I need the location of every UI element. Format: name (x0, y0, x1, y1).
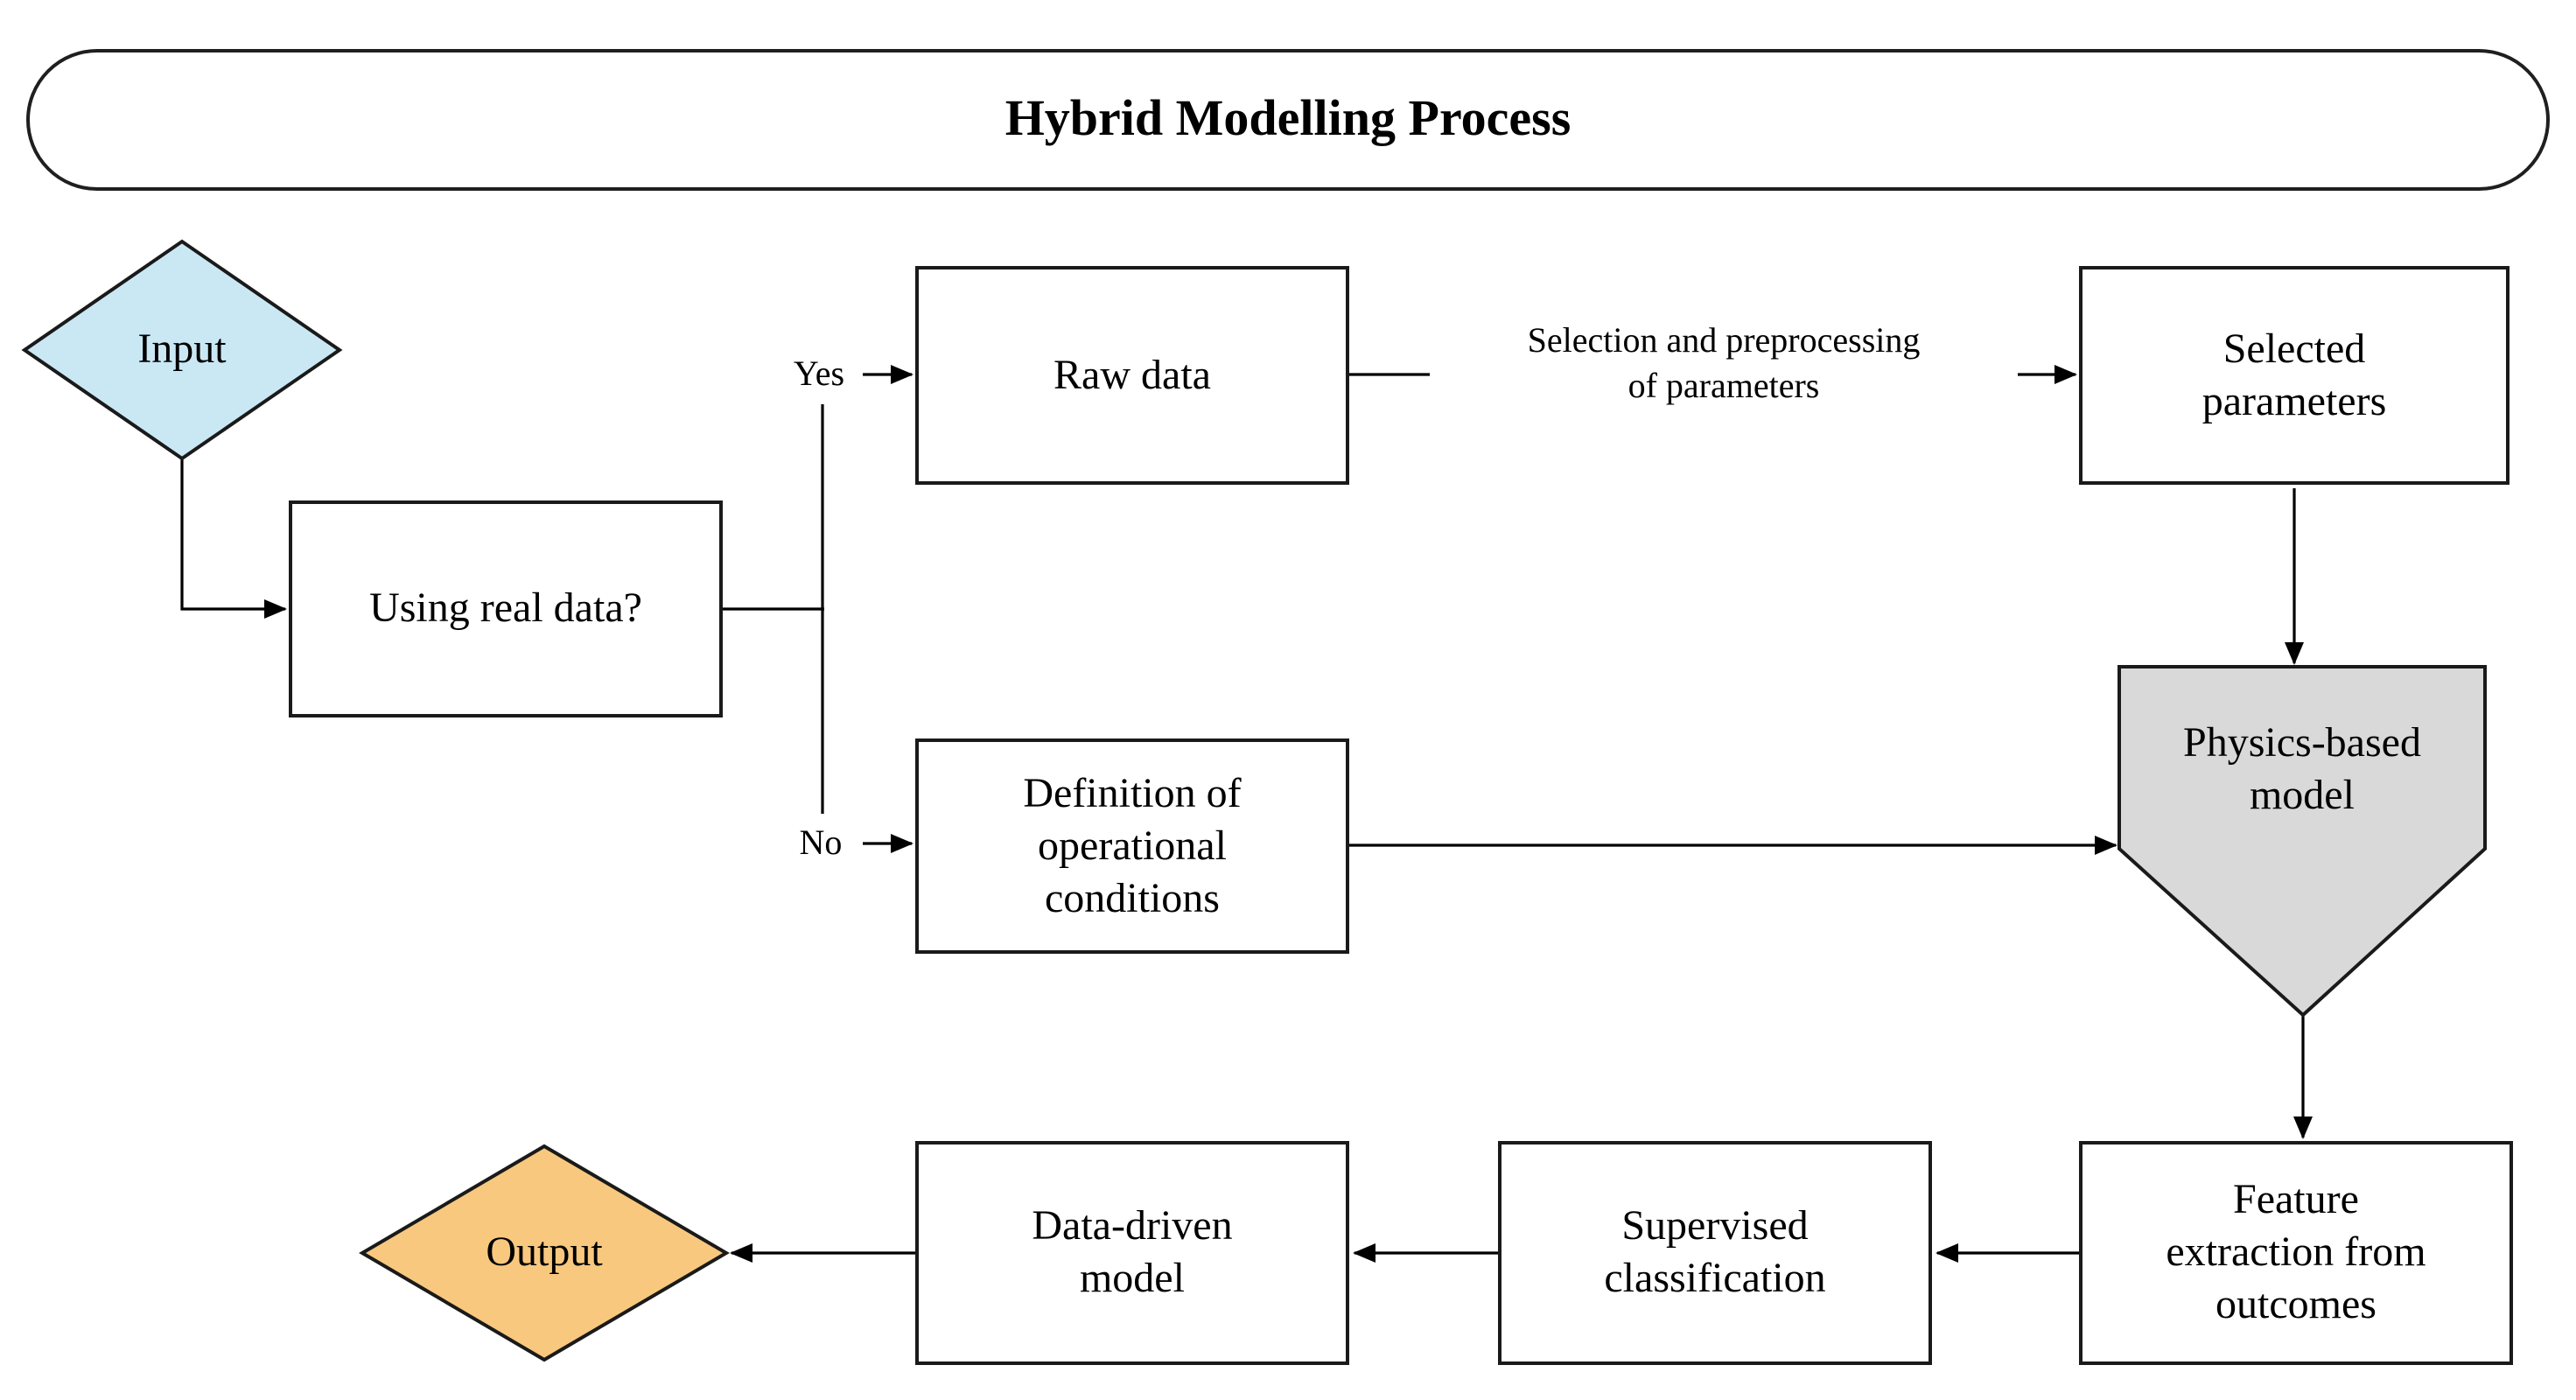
edge-input-to-using (180, 458, 287, 619)
edge-label-yes: Yes (777, 352, 861, 397)
node-selected-parameters: Selected parameters (2079, 266, 2510, 485)
node-raw-data: Raw data (915, 266, 1349, 485)
node-supervised-classification: Supervised classification (1498, 1141, 1932, 1365)
node-feature-extraction: Feature extraction from outcomes (2079, 1141, 2513, 1365)
node-using-real-data: Using real data? (289, 500, 723, 718)
node-label: Data-driven model (1032, 1204, 1233, 1302)
title-banner: Hybrid Modelling Process (26, 49, 2550, 191)
node-label: Definition of operational conditions (1023, 771, 1242, 921)
physics-model-pentagon-shape (2118, 665, 2487, 1018)
node-label: Supervised classification (1604, 1204, 1826, 1302)
node-label: Using real data? (369, 586, 642, 632)
node-label: Raw data (1054, 353, 1211, 398)
output-diamond-shape (359, 1144, 730, 1362)
edge-label-selection-preprocessing: Selection and preprocessing of parameter… (1430, 317, 2018, 411)
edge-label-no: No (782, 821, 859, 866)
node-label: Selected parameters (2202, 326, 2387, 424)
node-definition-operational-conditions: Definition of operational conditions (915, 738, 1349, 954)
page-title: Hybrid Modelling Process (1004, 91, 1572, 147)
node-label: Feature extraction from outcomes (2166, 1178, 2426, 1328)
node-data-driven-model: Data-driven model (915, 1141, 1349, 1365)
input-diamond-shape (21, 239, 343, 461)
